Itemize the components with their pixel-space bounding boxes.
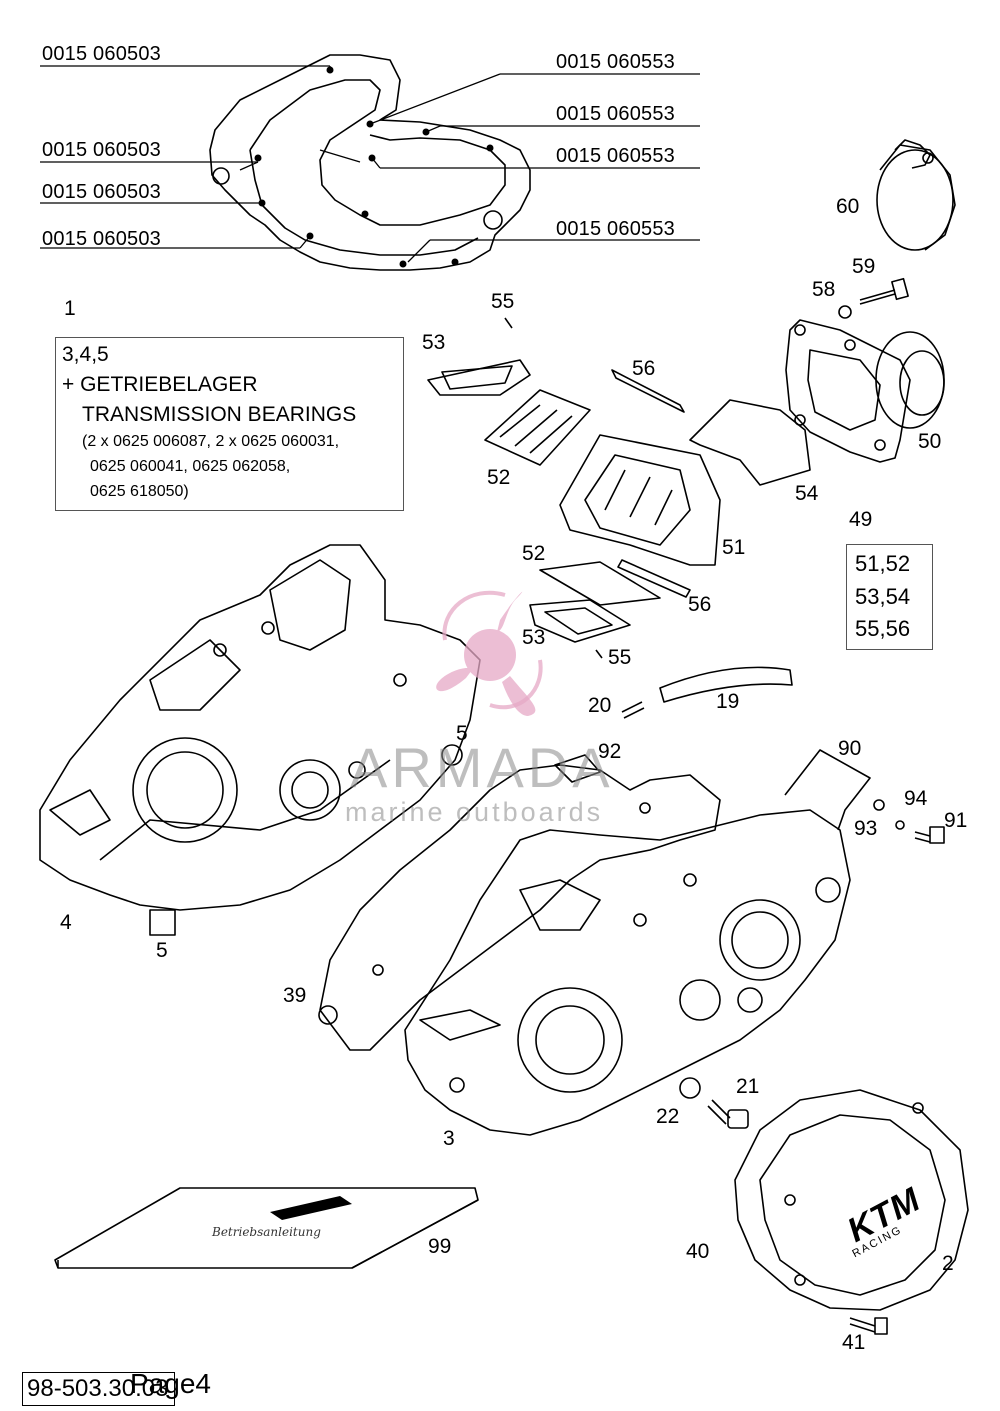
part-number-label: 0015 060553 — [556, 145, 675, 167]
callout-2: 2 — [942, 1252, 954, 1275]
callout-54: 54 — [795, 482, 819, 505]
intake-flange-50 — [785, 319, 945, 463]
callout-1: 1 — [64, 297, 76, 320]
part-number-label: 0015 060503 — [42, 43, 161, 65]
callout-60: 60 — [836, 195, 860, 218]
manual-99 — [54, 1187, 479, 1269]
callout-40: 40 — [686, 1240, 710, 1263]
screw-59-washer-58 — [838, 277, 909, 319]
set-box-line-2: 53,54 — [855, 584, 911, 609]
reed-valve-parts — [427, 317, 811, 659]
part-number-label: 0015 060503 — [42, 181, 161, 203]
callout-20: 20 — [588, 694, 612, 717]
drain-plug-21-washer-22 — [679, 1077, 749, 1129]
ktm-logo-manual — [270, 1196, 352, 1220]
clamp-sleeve-60 — [876, 139, 956, 251]
callout-19: 19 — [716, 690, 740, 713]
watermark-tagline: marine outboards — [345, 797, 604, 827]
part-92-block — [554, 754, 601, 783]
part-number-label: 0015 060503 — [42, 228, 161, 250]
callout-53: 53 — [422, 331, 446, 354]
part-number-label: 0015 060553 — [556, 103, 675, 125]
callout-52: 52 — [487, 466, 511, 489]
callout-21: 21 — [736, 1075, 760, 1098]
case-gasket-39 — [318, 764, 721, 1051]
watermark-name: ARMADA — [350, 736, 614, 799]
callout-53: 53 — [522, 626, 546, 649]
bushing-5-upper — [441, 744, 463, 766]
manual-script-text: Betriebsanleitung — [211, 1225, 321, 1239]
callout-51: 51 — [722, 536, 746, 559]
reed-set-box: 51,52 53,54 55,56 — [846, 544, 933, 650]
kit-contents-box: 3,4,5 + GETRIEBELAGER TRANSMISSION BEARI… — [55, 337, 404, 511]
crankcase-right-3 — [404, 809, 851, 1136]
crankcase-left-4 — [39, 544, 481, 936]
kit-box-line-5: 0625 060041, 0625 062058, — [90, 458, 291, 475]
callout-56: 56 — [632, 357, 656, 380]
screw-41 — [849, 1317, 888, 1335]
callout-55: 55 — [491, 290, 515, 313]
callout-90: 90 — [838, 737, 862, 760]
part-number-label: 0015 060553 — [556, 51, 675, 73]
watermark-propeller — [436, 591, 536, 716]
callout-5: 5 — [156, 939, 168, 962]
bracket-90-and-fasteners — [784, 749, 945, 844]
callout-4: 4 — [60, 911, 72, 934]
callout-93: 93 — [854, 817, 878, 840]
callout-41: 41 — [842, 1331, 866, 1354]
footer-diagram-code: 98-503.30.03 — [22, 1372, 176, 1406]
kit-box-line-3: TRANSMISSION BEARINGS — [82, 403, 357, 426]
callout-5: 5 — [456, 722, 468, 745]
callout-59: 59 — [852, 255, 876, 278]
set-box-line-3: 55,56 — [855, 616, 911, 641]
callout-92: 92 — [598, 740, 622, 763]
callout-52: 52 — [522, 542, 546, 565]
kit-box-line-6: 0625 618050) — [90, 483, 189, 500]
callout-50: 50 — [918, 430, 942, 453]
callout-49: 49 — [849, 508, 873, 531]
hose-19-nipple-20 — [621, 666, 793, 719]
kit-box-line-1: 3,4,5 — [62, 343, 109, 366]
callout-99: 99 — [428, 1235, 452, 1258]
callout-91: 91 — [944, 809, 968, 832]
watermark-ring — [442, 590, 543, 710]
footer-page-label: Page4 — [130, 1368, 211, 1399]
callout-55: 55 — [608, 646, 632, 669]
callout-94: 94 — [904, 787, 928, 810]
kit-box-line-4: (2 x 0625 006087, 2 x 0625 060031, — [82, 433, 340, 450]
cylinder-gasket-drawing — [209, 54, 531, 271]
clutch-cover-2 — [734, 1089, 969, 1311]
set-box-line-1: 51,52 — [855, 551, 911, 576]
callout-22: 22 — [656, 1105, 680, 1128]
callout-58: 58 — [812, 278, 836, 301]
callout-3: 3 — [443, 1127, 455, 1150]
part-number-label: 0015 060553 — [556, 218, 675, 240]
callout-39: 39 — [283, 984, 307, 1007]
part-number-label: 0015 060503 — [42, 139, 161, 161]
kit-box-line-2: + GETRIEBELAGER — [62, 373, 258, 396]
callout-56: 56 — [688, 593, 712, 616]
